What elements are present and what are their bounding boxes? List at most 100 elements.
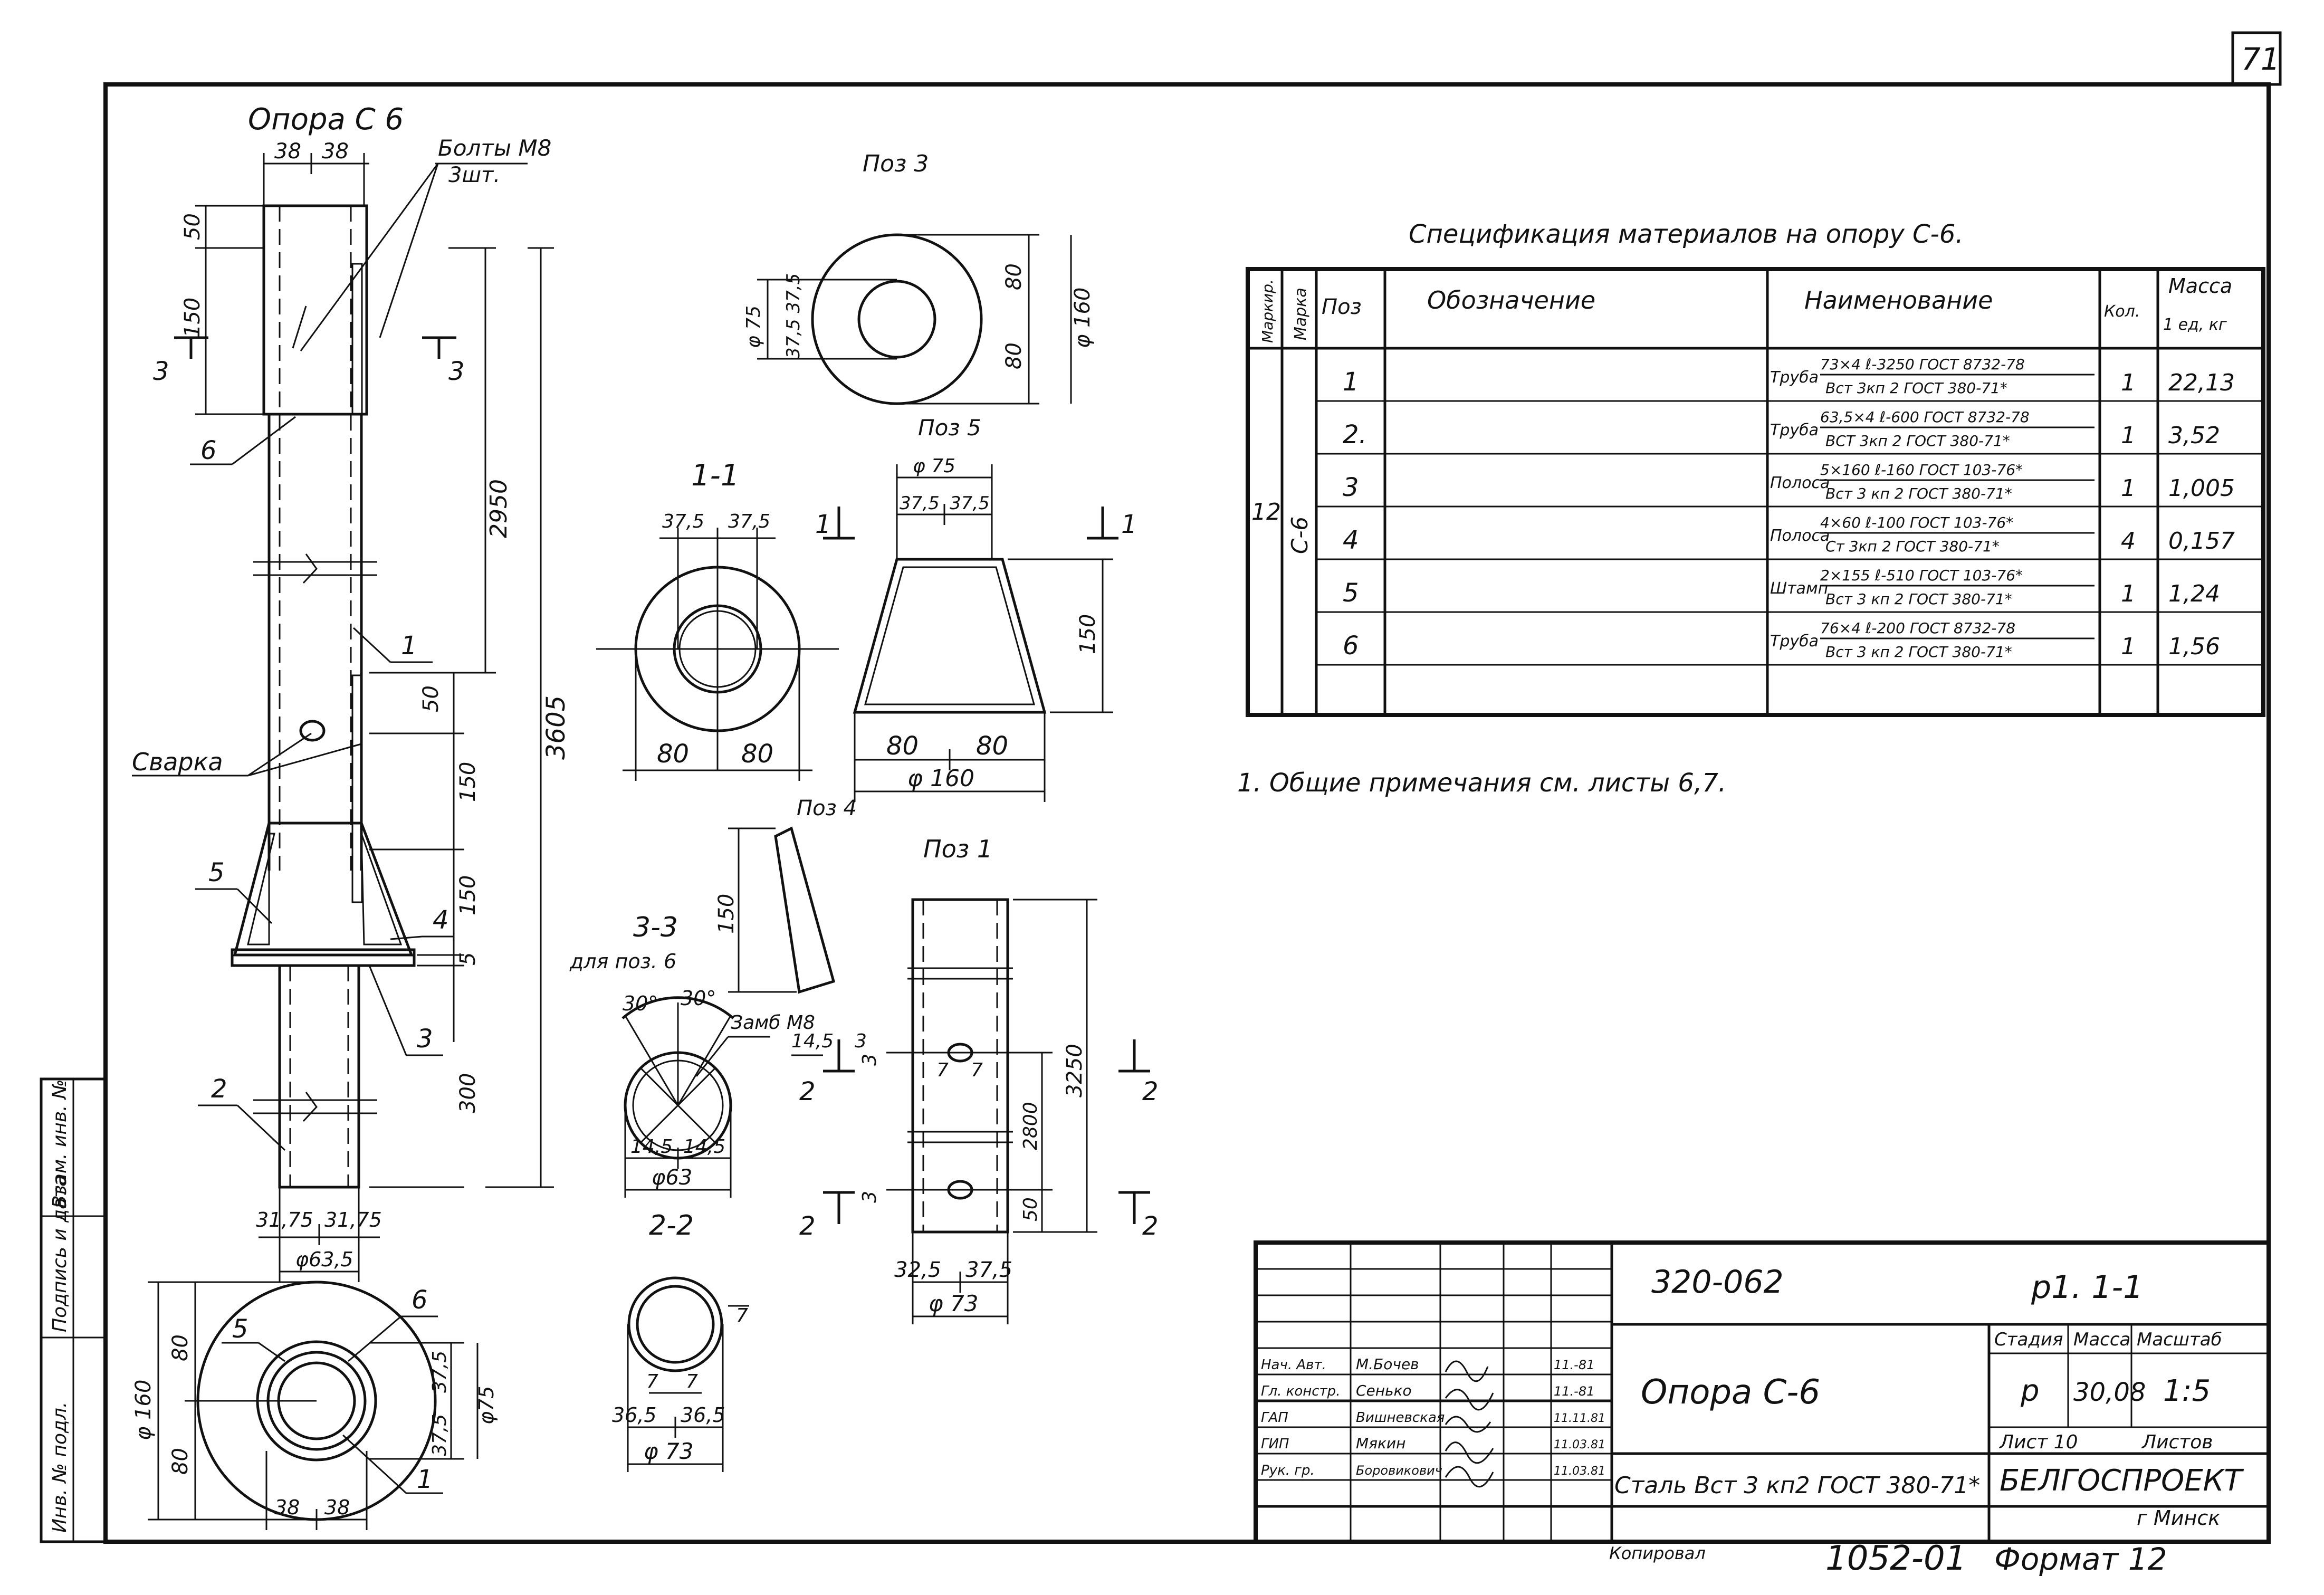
stamp-org: БЕЛГОСПРОЕКТ: [2000, 1464, 2244, 1498]
row-kind: Труба: [1770, 368, 1819, 387]
stamp-city: г Минск: [2137, 1506, 2220, 1530]
p3-dim-160: φ 160: [1070, 288, 1095, 348]
callout-1: 1: [401, 631, 417, 661]
side-inv: Инв. № подл.: [49, 1402, 71, 1533]
s22-7c: 7: [736, 1305, 748, 1326]
row-mass: 22,13: [2168, 369, 2235, 396]
row-qty: 1: [2121, 633, 2136, 660]
role-4-name: Боровикович: [1356, 1463, 1442, 1478]
section-1-1-title: 1-1: [691, 459, 739, 493]
row-line1: 63,5×4 ℓ-600 ГОСТ 8732-78: [1820, 408, 2030, 426]
signature-marks: [1445, 1360, 1494, 1488]
bolts-label-1: Болты М8: [438, 135, 551, 161]
row-line2: Вст 3 кп 2 ГОСТ 380-71*: [1825, 485, 2012, 502]
p1-dim-3b: 3: [859, 1191, 881, 1203]
s2-mark-right-2: 2: [1142, 1211, 1159, 1241]
s11-dim-80b: 80: [741, 739, 773, 769]
dim-38b: 38: [322, 139, 349, 164]
section-3-3-title: 3-3: [633, 912, 678, 943]
b-dim-375a: 37,5: [429, 1351, 451, 1393]
row-kind: Полоса: [1770, 527, 1830, 545]
p5-dim-80b: 80: [976, 731, 1008, 761]
s2-mark-left-2: 2: [799, 1211, 816, 1241]
row-line1: 76×4 ℓ-200 ГОСТ 8732-78: [1820, 619, 2015, 637]
s33-145: 14,5: [791, 1030, 834, 1052]
dim-50: 50: [180, 213, 205, 240]
role-0: Нач. Авт.: [1261, 1357, 1326, 1373]
row-line2: Вст 3 кп 2 ГОСТ 380-71*: [1825, 590, 2012, 608]
role-1-date: 11.-81: [1554, 1384, 1594, 1399]
p5-dim-80a: 80: [886, 731, 919, 761]
row-line2: ВСТ 3кп 2 ГОСТ 380-71*: [1825, 432, 2010, 450]
row-line1: 73×4 ℓ-3250 ГОСТ 8732-78: [1820, 356, 2025, 373]
row-line1: 2×155 ℓ-510 ГОСТ 103-76*: [1820, 567, 2023, 584]
spec-row: 1 Труба 73×4 ℓ-3250 ГОСТ 8732-78 Вст 3кп…: [1343, 356, 2235, 397]
role-3: ГИП: [1261, 1436, 1289, 1452]
screw-label: Замб М8: [731, 1012, 815, 1034]
role-1-name: Сенько: [1356, 1382, 1412, 1399]
spec-row: 2. Труба 63,5×4 ℓ-600 ГОСТ 8732-78 ВСТ 3…: [1343, 408, 2220, 450]
row-mass: 1,005: [2168, 475, 2235, 502]
pos1-title: Поз 1: [923, 835, 992, 863]
row-mass: 1,24: [2168, 580, 2220, 607]
s33-30a: 30°: [623, 992, 658, 1015]
row-line2: Вст 3 кп 2 ГОСТ 380-71*: [1825, 643, 2012, 661]
pos5-title: Поз 5: [918, 415, 981, 441]
row-mass: 1,56: [2168, 633, 2220, 660]
role-4: Рук. гр.: [1261, 1463, 1315, 1478]
s2-mark-left-1: 2: [799, 1077, 816, 1106]
main-title: Опора С 6: [248, 102, 404, 137]
b-callout-6: 6: [412, 1285, 428, 1315]
role-1: Гл. констр.: [1261, 1383, 1340, 1399]
spec-row: 3 Полоса 5×160 ℓ-160 ГОСТ 103-76* Вст 3 …: [1343, 461, 2235, 502]
stamp-sheets: Листов: [2141, 1431, 2213, 1453]
p1-dim-375: 37,5: [965, 1258, 1012, 1282]
dim-2950: 2950: [485, 479, 512, 538]
p1-dim-7a: 7: [936, 1059, 949, 1081]
b-dim-80a: 80: [168, 1334, 193, 1361]
p5-dim-375a: 37,5: [900, 493, 940, 514]
stamp-sheet-ref: р1. 1-1: [2031, 1269, 2143, 1306]
row-line1: 5×160 ℓ-160 ГОСТ 103-76*: [1820, 461, 2023, 479]
hdr-mass: Масса: [2168, 274, 2232, 298]
stamp-code: 320-062: [1651, 1264, 1784, 1301]
mark-value: С-6: [1287, 517, 1313, 554]
s33-145b: 14,5: [630, 1136, 673, 1158]
dim-3175b: 31,75: [324, 1208, 382, 1231]
hdr-mark: Марка: [1292, 288, 1310, 340]
row-pos: 1: [1343, 367, 1359, 397]
role-2-name: Вишневская: [1356, 1410, 1445, 1426]
dim-3605: 3605: [541, 695, 571, 760]
b-dim-80b: 80: [168, 1448, 193, 1475]
callout-5: 5: [208, 858, 225, 887]
page-number: 71: [2241, 41, 2280, 77]
p1-dim-7b: 7: [971, 1059, 983, 1081]
marking-value: 12: [1251, 499, 1281, 526]
dim-5: 5: [456, 952, 480, 966]
row-mass: 0,157: [2168, 528, 2235, 555]
spec-row: 4 Полоса 4×60 ℓ-100 ГОСТ 103-76* Ст 3кп …: [1343, 514, 2235, 555]
doc-number: 1052-01: [1825, 1539, 1966, 1578]
row-line2: Ст 3кп 2 ГОСТ 380-71*: [1825, 538, 2000, 555]
dim-150b: 150: [456, 762, 480, 802]
hdr-qty: Кол.: [2104, 302, 2140, 321]
pos4-title: Поз 4: [797, 796, 857, 820]
s11-dim-80a: 80: [657, 739, 689, 769]
main-elevation: Опора С 6 38 38: [132, 102, 571, 1282]
p4-dim-150: 150: [714, 894, 739, 934]
row-qty: 1: [2121, 580, 2136, 607]
dim-3175a: 31,75: [256, 1208, 313, 1231]
role-0-name: М.Бочев: [1356, 1355, 1419, 1373]
stamp-col-stage: Стадия: [1994, 1329, 2063, 1350]
dim-150a: 150: [180, 298, 205, 338]
hdr-marking: Маркир.: [1259, 279, 1276, 343]
row-pos: 3: [1343, 473, 1359, 502]
stamp-col-scale: Масштаб: [2137, 1329, 2222, 1350]
role-2: ГАП: [1261, 1410, 1288, 1426]
stamp-mass: 30,08: [2073, 1378, 2146, 1407]
hdr-mass-unit: 1 ед, кг: [2163, 316, 2227, 334]
side-sign: Подпись и дата: [49, 1175, 71, 1332]
s22-365b: 36,5: [681, 1403, 725, 1427]
callout-2: 2: [211, 1074, 227, 1104]
